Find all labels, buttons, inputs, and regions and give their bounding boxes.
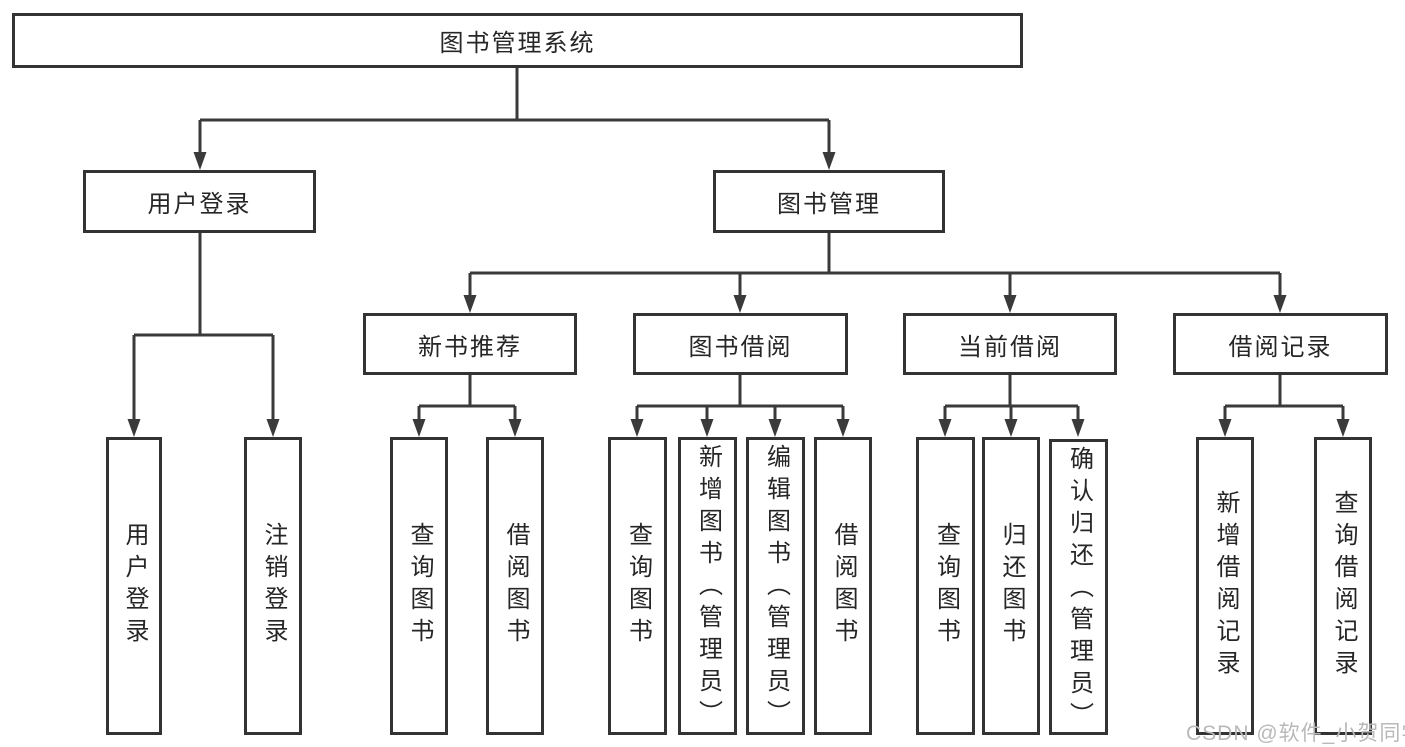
leaf-add-books-admin: 新增图书（管理员） [678,437,737,735]
node-book-management: 图书管理 [713,170,945,233]
leaf-borrow-books: 借阅图书 [814,437,872,735]
node-borrow-records: 借阅记录 [1173,313,1388,375]
leaf-logout: 注销登录 [244,437,302,735]
node-book-borrow: 图书借阅 [633,313,848,375]
leaf-query-books-borrow: 查询图书 [608,437,667,735]
leaf-borrow-books-recommend: 借阅图书 [486,437,544,735]
leaf-return-books: 归还图书 [982,437,1040,735]
leaf-confirm-return-admin: 确认归还（管理员） [1049,439,1108,735]
node-root-system: 图书管理系统 [12,13,1023,68]
node-user-login: 用户登录 [83,170,316,233]
leaf-query-books-recommend: 查询图书 [390,437,448,735]
node-current-borrow: 当前借阅 [903,313,1117,375]
node-new-book-recommend: 新书推荐 [363,313,577,375]
leaf-user-login: 用户登录 [106,437,162,735]
leaf-add-borrow-record: 新增借阅记录 [1196,437,1254,735]
csdn-watermark: CSDN @软件_小贺同学 [1186,722,1405,745]
leaf-query-borrow-record: 查询借阅记录 [1314,437,1372,735]
leaf-query-books-current: 查询图书 [916,437,975,735]
leaf-edit-books-admin: 编辑图书（管理员） [746,437,805,735]
